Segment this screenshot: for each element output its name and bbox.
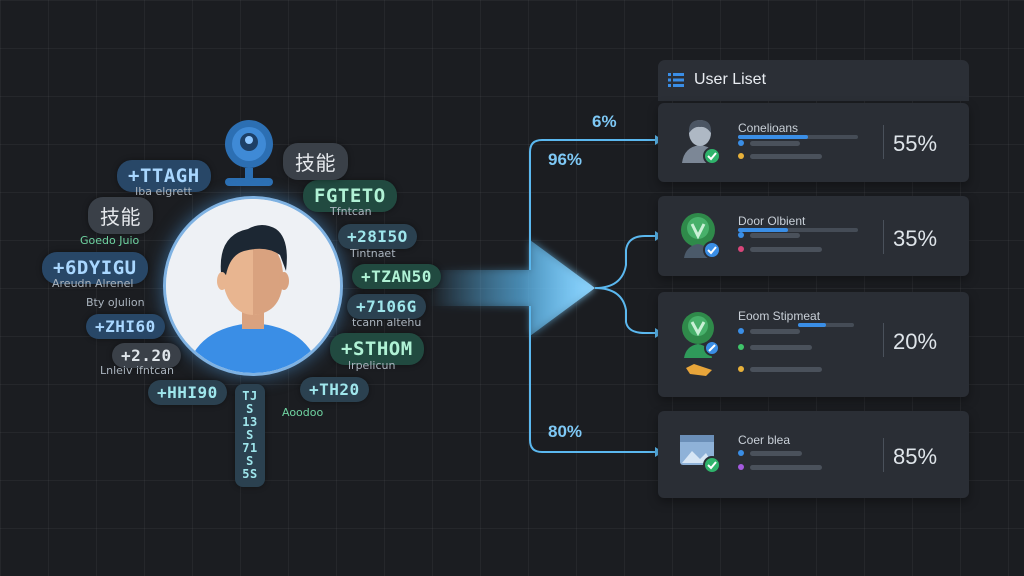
skill-tag: FGTETO <box>303 180 397 212</box>
flow-percent-upper: 96% <box>548 150 583 169</box>
status-dot <box>738 153 744 159</box>
user-list-item[interactable]: Coer blea 85% <box>658 411 969 498</box>
person-icon <box>682 120 721 165</box>
status-dot <box>738 344 744 350</box>
connector-bottom <box>529 306 655 453</box>
skill-tag-caption: Lnleiv ifntcan <box>100 364 174 377</box>
card-divider <box>883 323 884 357</box>
skill-tag: +2.20 <box>112 343 181 368</box>
skill-tag-caption: tcann altehu <box>352 316 422 329</box>
skill-tag: +TTAGH <box>117 160 211 192</box>
card-divider <box>883 438 884 472</box>
skill-tag-caption: Iba elgrett <box>135 185 192 198</box>
skill-tag: +TZAN50 <box>352 264 441 289</box>
status-dot <box>738 366 744 372</box>
user-list-item-percent: 85% <box>893 444 938 469</box>
list-icon <box>668 73 684 87</box>
skill-tag: +6DYIGU <box>42 252 148 284</box>
user-list-item[interactable]: Door Olbient 35% <box>658 196 969 276</box>
webcam-icon <box>225 120 273 186</box>
user-list-item-label: Eoom Stipmeat <box>738 309 821 323</box>
skill-tag: +STHOM <box>330 333 424 365</box>
placeholder-line <box>750 451 802 456</box>
placeholder-line <box>750 247 822 252</box>
status-dot <box>738 232 744 238</box>
flow-percent-lower: 80% <box>548 422 583 441</box>
placeholder-line <box>750 345 812 350</box>
connector-top <box>529 139 655 270</box>
user-list-item-label: Coer blea <box>738 433 791 447</box>
skill-tag: +HHI90 <box>148 380 227 405</box>
skill-tag-caption: Tfntcan <box>330 205 372 218</box>
user-list-item-percent: 20% <box>893 329 938 354</box>
skill-tag-caption: Bty oJulion <box>86 296 145 309</box>
skill-tag: +7106G <box>347 294 426 319</box>
progress-bar <box>738 228 858 232</box>
user-list-header: User Liset <box>658 60 969 101</box>
flow-percent-top: 6% <box>592 112 617 131</box>
user-profile-avatar <box>163 196 343 376</box>
connector-second <box>594 235 655 289</box>
skill-tag: +TH20 <box>300 377 369 402</box>
skill-tag: 技能 <box>283 143 348 180</box>
progress-bar <box>738 135 858 139</box>
progress-fill <box>738 135 808 139</box>
placeholder-line <box>750 465 822 470</box>
tag-icon <box>686 364 712 376</box>
status-dot <box>738 464 744 470</box>
main-flow-arrow <box>430 240 595 336</box>
skill-tag-vertical: TJS 13S 71S 5S <box>235 384 265 487</box>
user-list-item-percent: 35% <box>893 226 938 251</box>
skill-tag-caption: Aoodoo <box>282 406 324 419</box>
tree-icon <box>681 213 721 259</box>
progress-bar <box>798 323 854 327</box>
skill-tag-caption: lrpelicun <box>348 359 396 372</box>
status-dot <box>738 246 744 252</box>
status-dot <box>738 450 744 456</box>
status-dot <box>738 328 744 334</box>
skill-tag-caption: Areudn Alrenel <box>52 277 134 290</box>
tree-icon <box>682 312 720 358</box>
user-list-title: User Liset <box>694 71 767 88</box>
status-dot <box>738 140 744 146</box>
placeholder-line <box>750 233 800 238</box>
user-list-item[interactable]: Conelioans 55% <box>658 103 969 182</box>
person-icon <box>166 199 340 373</box>
placeholder-line <box>750 141 800 146</box>
skill-tag-caption: Tintnaet <box>350 247 396 260</box>
skill-tag: +28I5O <box>338 224 417 249</box>
user-list-item-percent: 55% <box>893 131 938 156</box>
progress-fill <box>798 323 826 327</box>
progress-fill <box>738 228 789 232</box>
card-divider <box>883 125 884 159</box>
placeholder-line <box>750 154 822 159</box>
connector-third <box>594 287 655 334</box>
skill-tag: +ZHI60 <box>86 314 165 339</box>
user-list-item-label: Door Olbient <box>738 214 806 228</box>
card-divider <box>883 220 884 254</box>
user-list-item-label: Conelioans <box>738 121 799 135</box>
placeholder-line <box>750 367 822 372</box>
user-list-item[interactable]: Eoom Stipmeat 20% <box>658 292 969 397</box>
skill-tag: 技能 <box>88 197 153 234</box>
skill-tag-caption: Goedo Juio <box>80 234 140 247</box>
placeholder-line <box>750 329 800 334</box>
image-icon <box>680 435 721 474</box>
